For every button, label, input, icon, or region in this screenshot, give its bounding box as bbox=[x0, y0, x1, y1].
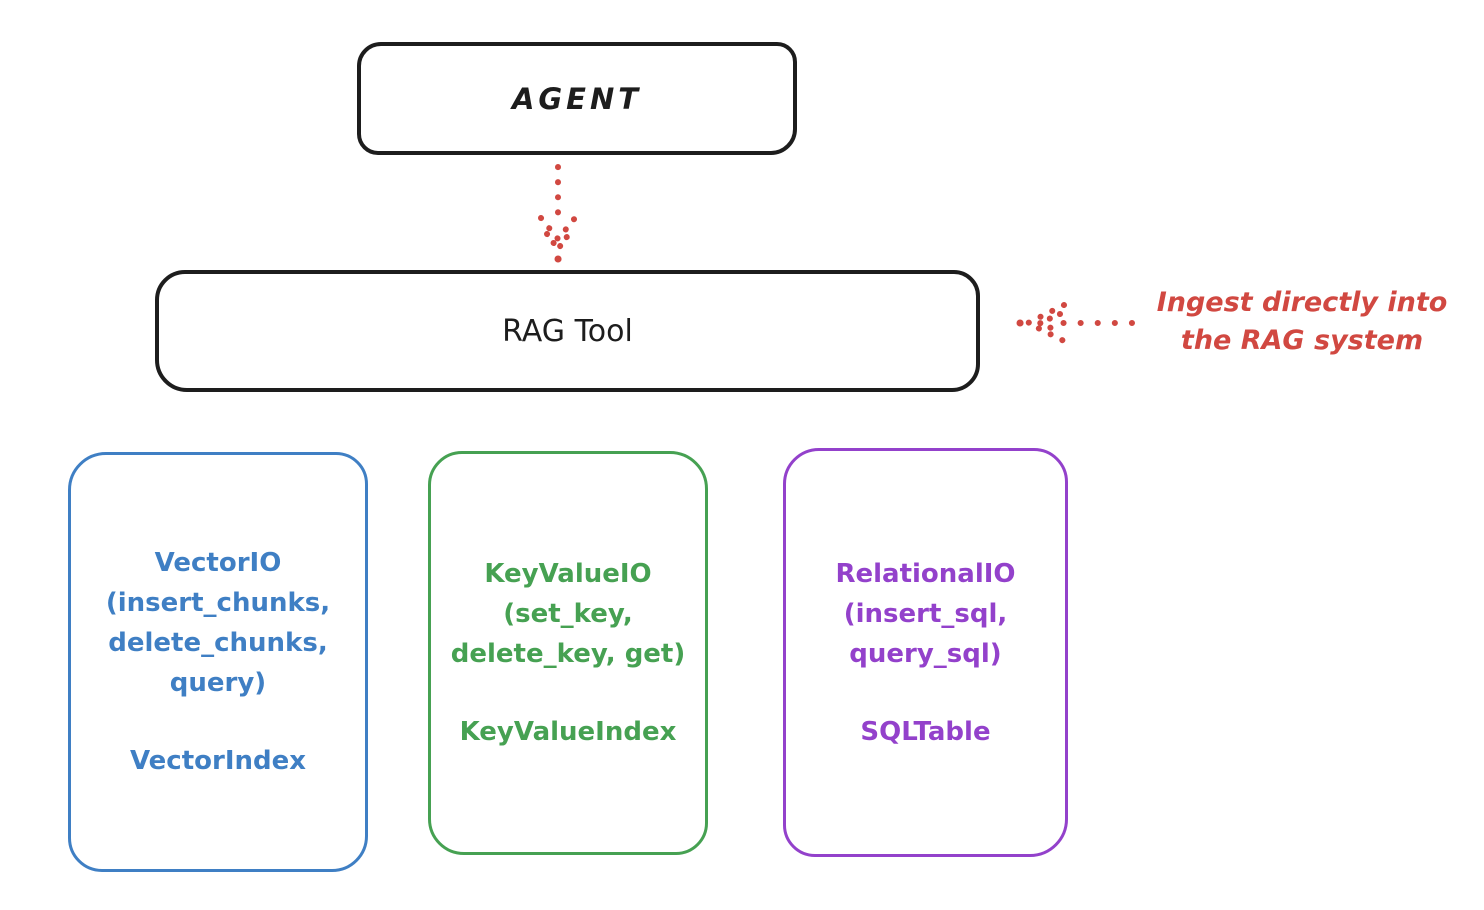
vectorio-label: VectorIO (insert_chunks, delete_chunks, … bbox=[105, 548, 331, 698]
relationalio-label: RelationalIO (insert_sql, query_sql) bbox=[835, 558, 1016, 669]
relationalio-box: RelationalIO (insert_sql, query_sql) SQL… bbox=[783, 448, 1068, 857]
vectorio-box: VectorIO (insert_chunks, delete_chunks, … bbox=[68, 452, 368, 872]
ingest-annotation-line2: the RAG system bbox=[1180, 325, 1424, 356]
agent-to-ragtool-dotted-arrow bbox=[538, 164, 578, 263]
ingest-annotation-line1: Ingest directly into bbox=[1156, 287, 1448, 318]
rag-tool-label: RAG Tool bbox=[502, 313, 633, 349]
ingest-annotation: Ingest directly into the RAG system bbox=[1128, 284, 1476, 360]
vectorindex-label: VectorIndex bbox=[129, 746, 307, 776]
agent-node: AGENT bbox=[357, 42, 797, 155]
ingest-dotted-arrow bbox=[1016, 302, 1135, 344]
keyvalueio-box: KeyValueIO (set_key, delete_key, get) Ke… bbox=[428, 451, 708, 855]
keyvalueio-label: KeyValueIO (set_key, delete_key, get) bbox=[450, 559, 686, 669]
sqltable-label: SQLTable bbox=[860, 716, 991, 747]
rag-tool-node: RAG Tool bbox=[155, 270, 980, 392]
keyvalueindex-label: KeyValueIndex bbox=[459, 717, 677, 747]
agent-label: AGENT bbox=[511, 81, 643, 116]
